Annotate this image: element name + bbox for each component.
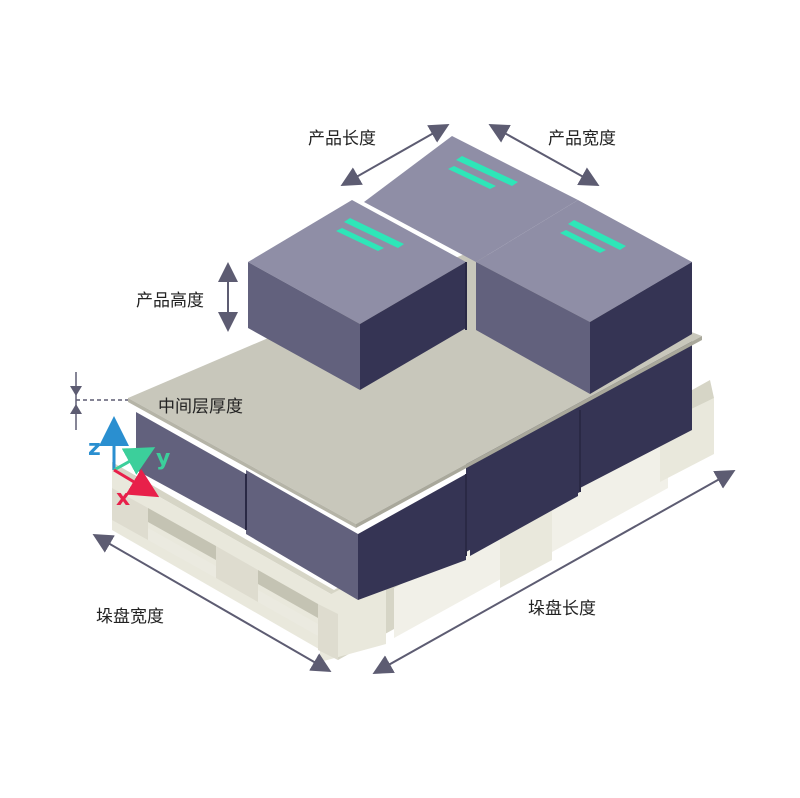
stripe-icon: [448, 166, 496, 189]
product-length-label: 产品长度: [308, 129, 376, 149]
box-face: [580, 336, 692, 488]
pallet-width-arrow: [92, 533, 332, 673]
stripe-icon: [344, 218, 404, 248]
product-height-label: 产品高度: [136, 291, 204, 311]
pallet-foot: [112, 488, 148, 540]
axes: [99, 416, 160, 498]
box-right-face: [590, 262, 692, 394]
top-layer: [245, 136, 692, 556]
box-left-face: [248, 262, 360, 390]
box-top: [476, 200, 692, 322]
product-width-arrow: [488, 124, 600, 186]
box-left: [248, 200, 466, 390]
box-face: [136, 412, 246, 530]
box-left-face: [476, 262, 590, 394]
box-right: [476, 200, 692, 394]
x-axis-label: x: [116, 486, 131, 511]
pallet-width-label: 垛盘宽度: [96, 607, 164, 627]
stripe-icon: [568, 220, 626, 250]
stripe-icon: [336, 228, 384, 251]
layer-thickness-tip: [70, 404, 82, 414]
stripe-icon: [560, 230, 606, 253]
x-axis-line: [113, 468, 160, 498]
layer-thickness-label: 中间层厚度: [158, 397, 243, 417]
product-length-arrow: [340, 124, 450, 186]
layer-thickness-tip: [70, 386, 82, 396]
pallet-length-arrow: [372, 470, 736, 674]
z-axis-label: z: [88, 436, 101, 461]
dimensions: [70, 124, 736, 674]
y-axis-label: y: [156, 446, 171, 471]
interlayer-sheet-edge: [128, 398, 356, 528]
y-axis-line: [113, 447, 156, 475]
pallet-length-label: 垛盘长度: [528, 599, 596, 619]
box-right-face: [360, 262, 466, 390]
product-width-label: 产品宽度: [548, 129, 616, 149]
box-top: [248, 200, 466, 324]
